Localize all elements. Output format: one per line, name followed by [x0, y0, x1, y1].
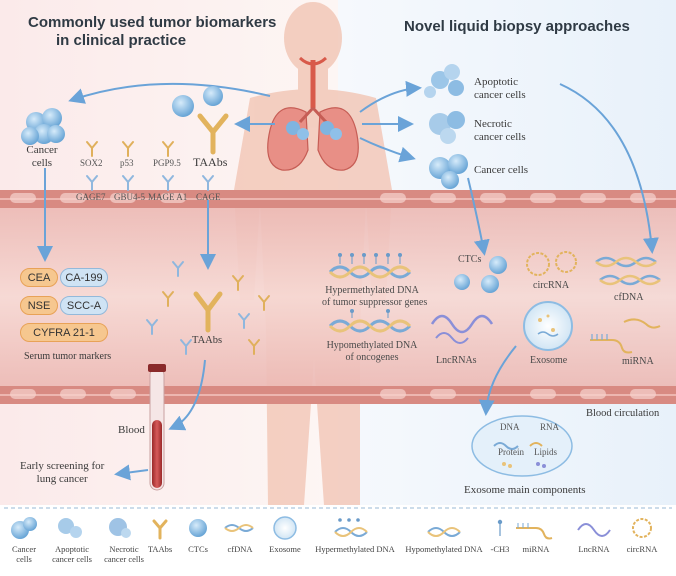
legend-label-lncrna: LncRNA: [578, 544, 610, 554]
lncrna-strand: [430, 314, 494, 334]
exosome-component-rna: RNA: [540, 422, 560, 432]
antigen-p53: p53: [120, 158, 134, 168]
antigen-cage: CAGE: [196, 192, 221, 202]
heading-left-line2: in clinical practice: [56, 32, 187, 49]
legend-label-exosome: Exosome: [269, 544, 301, 554]
label-taabs-vessel: TAAbs: [192, 335, 223, 346]
antigen-mage-a1: MAGE A1: [148, 192, 188, 202]
legend-label-hypomethylated: Hypomethylated DNA: [405, 544, 483, 554]
apoptotic-cells-cluster: [424, 64, 464, 98]
legend-label-circrna: circRNA: [626, 544, 658, 554]
antigen-pgp95: PGP9.5: [153, 158, 181, 168]
cancer-cells-cluster-left: [21, 108, 65, 145]
label-exosome-main-components: Exosome main components: [464, 484, 586, 496]
blood-collection-tube: [148, 364, 166, 491]
pill-scca: SCC-A: [60, 296, 108, 315]
heading-right: Novel liquid biopsy approaches: [404, 18, 630, 35]
flow-arrows: [37, 80, 659, 481]
heading-left-line1: Commonly used tumor biomarkers: [28, 14, 277, 31]
vessel-taabs-antibody: [193, 291, 223, 333]
necrotic-cells-cluster: [429, 111, 465, 144]
vessel-antibodies: [146, 261, 270, 355]
legend-icons: [11, 516, 652, 540]
mirna-strands: [590, 318, 661, 354]
label-blood: Blood: [118, 424, 145, 436]
label-mirna: miRNA: [622, 356, 654, 367]
taabs-antibody-large: [197, 113, 229, 155]
exosome-component-dna: DNA: [500, 422, 520, 432]
label-ctcs: CTCs: [458, 254, 482, 265]
label-taabs-top: TAAbs: [193, 155, 228, 169]
pill-cyfra211: CYFRA 21-1: [20, 323, 108, 342]
legend-label-hypermethylated: Hypermethylated DNA: [315, 544, 395, 554]
label-circrna: circRNA: [533, 280, 570, 291]
label-cfdna: cfDNA: [614, 292, 644, 303]
antigen-sox2: SOX2: [80, 158, 103, 168]
antigen-gage7: GAGE7: [76, 192, 106, 202]
cancer-cells-cluster-right: [429, 154, 468, 189]
label-blood-circulation: Blood circulation: [586, 408, 660, 419]
legend-label-mirna: miRNA: [522, 544, 550, 554]
exosome-vesicle: [523, 301, 573, 351]
label-cancer-cells-right: Cancer cells: [474, 164, 529, 176]
label-exosome: Exosome: [530, 355, 568, 366]
exosome-component-protein: Protein: [498, 447, 524, 457]
hypermethylated-dna-strand: [328, 253, 412, 279]
lungs: [267, 106, 359, 171]
exosome-component-lipids: Lipids: [534, 447, 558, 457]
legend-label-cfdna: cfDNA: [227, 544, 253, 554]
label-lncrnas: LncRNAs: [436, 355, 477, 366]
pill-cea: CEA: [20, 268, 58, 287]
pill-nse: NSE: [20, 296, 58, 315]
cfdna-strands: [595, 256, 661, 286]
legend-label-ch3: -CH3: [490, 544, 510, 554]
hypomethylated-dna-strand: [328, 309, 412, 333]
caption-serum-tumor-markers: Serum tumor markers: [24, 351, 112, 362]
pill-ca199: CA-199: [60, 268, 108, 287]
legend-label-ctcs: CTCs: [188, 544, 208, 554]
exosome-components-ellipse: [471, 415, 573, 477]
antigen-gbu45: GBU4-5: [114, 192, 145, 202]
legend-label-taabs: TAAbs: [147, 544, 173, 554]
